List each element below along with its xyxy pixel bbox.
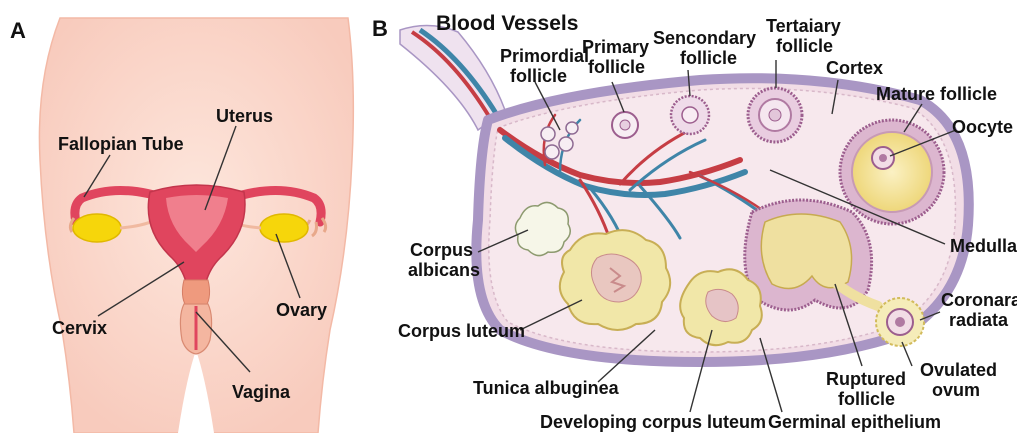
label-ruptured-2: follicle — [838, 389, 895, 409]
panel-b-letter: B — [372, 16, 388, 41]
panel-b: B — [372, 12, 1017, 432]
label-cervix: Cervix — [52, 318, 107, 338]
label-secondary-2: follicle — [680, 48, 737, 68]
label-tertiary-2: follicle — [776, 36, 833, 56]
label-germinal-epithelium: Germinal epithelium — [768, 412, 941, 432]
right-ovary — [260, 214, 308, 242]
label-corpus-albicans-2: albicans — [408, 260, 480, 280]
primary-follicle — [612, 112, 638, 138]
label-ovulated-2: ovum — [932, 380, 980, 400]
secondary-follicle — [671, 96, 709, 134]
label-vagina: Vagina — [232, 382, 291, 402]
label-primordial-1: Primordial — [500, 46, 589, 66]
label-developing-corpus-luteum: Developing corpus luteum — [540, 412, 766, 432]
label-fallopian-tube: Fallopian Tube — [58, 134, 184, 154]
cervix-shape — [182, 280, 209, 306]
label-blood-vessels: Blood Vessels — [436, 12, 578, 35]
label-medulla: Medulla — [950, 236, 1017, 256]
corpus-luteum — [560, 230, 670, 330]
panel-a-letter: A — [10, 18, 26, 43]
label-corpus-luteum: Corpus luteum — [398, 321, 525, 341]
label-cortex: Cortex — [826, 58, 883, 78]
label-oocyte: Oocyte — [952, 117, 1013, 137]
label-secondary-1: Sencondary — [653, 28, 756, 48]
label-ruptured-1: Ruptured — [826, 369, 906, 389]
label-primary-1: Primary — [582, 37, 649, 57]
label-ovulated-1: Ovulated — [920, 360, 997, 380]
label-coronara-1: Coronara — [941, 290, 1017, 310]
label-corpus-albicans-1: Corpus — [410, 240, 473, 260]
tertiary-follicle — [748, 88, 802, 142]
label-tunica-albuginea: Tunica albuginea — [473, 378, 620, 398]
left-ovary — [73, 214, 121, 242]
label-primordial-2: follicle — [510, 66, 567, 86]
label-uterus: Uterus — [216, 106, 273, 126]
label-tertiary-1: Tertaiary — [766, 16, 841, 36]
developing-corpus-luteum — [680, 269, 762, 345]
ovulated-ovum — [876, 298, 924, 346]
label-primary-2: follicle — [588, 57, 645, 77]
label-mature-follicle: Mature follicle — [876, 84, 997, 104]
label-ovary: Ovary — [276, 300, 327, 320]
mature-follicle — [840, 120, 944, 224]
panel-a: A Uterus Fallopian Tube Cervix Ovary Vag… — [0, 0, 385, 433]
label-coronara-2: radiata — [949, 310, 1009, 330]
